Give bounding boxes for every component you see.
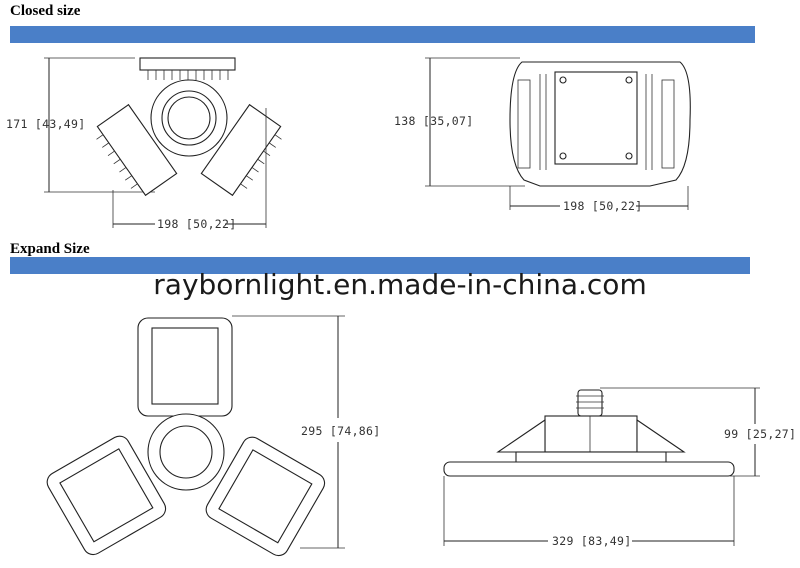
dim-closed-front-width: 198 [50,22] bbox=[157, 217, 236, 231]
closed-side-view bbox=[425, 57, 691, 210]
expand-side-view bbox=[443, 387, 760, 546]
dim-closed-front-height: 171 [43,49] bbox=[6, 117, 85, 131]
watermark-text: raybornlight.en.made-in-china.com bbox=[153, 268, 647, 301]
closed-front-view bbox=[44, 57, 282, 228]
expand-section-bar bbox=[10, 257, 750, 274]
expand-size-title: Expand Size bbox=[10, 241, 90, 257]
dim-expand-front-height: 295 [74,86] bbox=[301, 424, 380, 438]
dim-closed-side-width: 198 [50,22] bbox=[563, 199, 642, 213]
dim-expand-side-width: 329 [83,49] bbox=[552, 534, 631, 548]
closed-size-title: Closed size bbox=[10, 3, 81, 19]
closed-section-bar bbox=[10, 26, 755, 43]
dim-closed-side-height: 138 [35,07] bbox=[394, 114, 473, 128]
dim-expand-side-height: 99 [25,27] bbox=[724, 427, 796, 441]
expand-front-view bbox=[46, 315, 345, 557]
